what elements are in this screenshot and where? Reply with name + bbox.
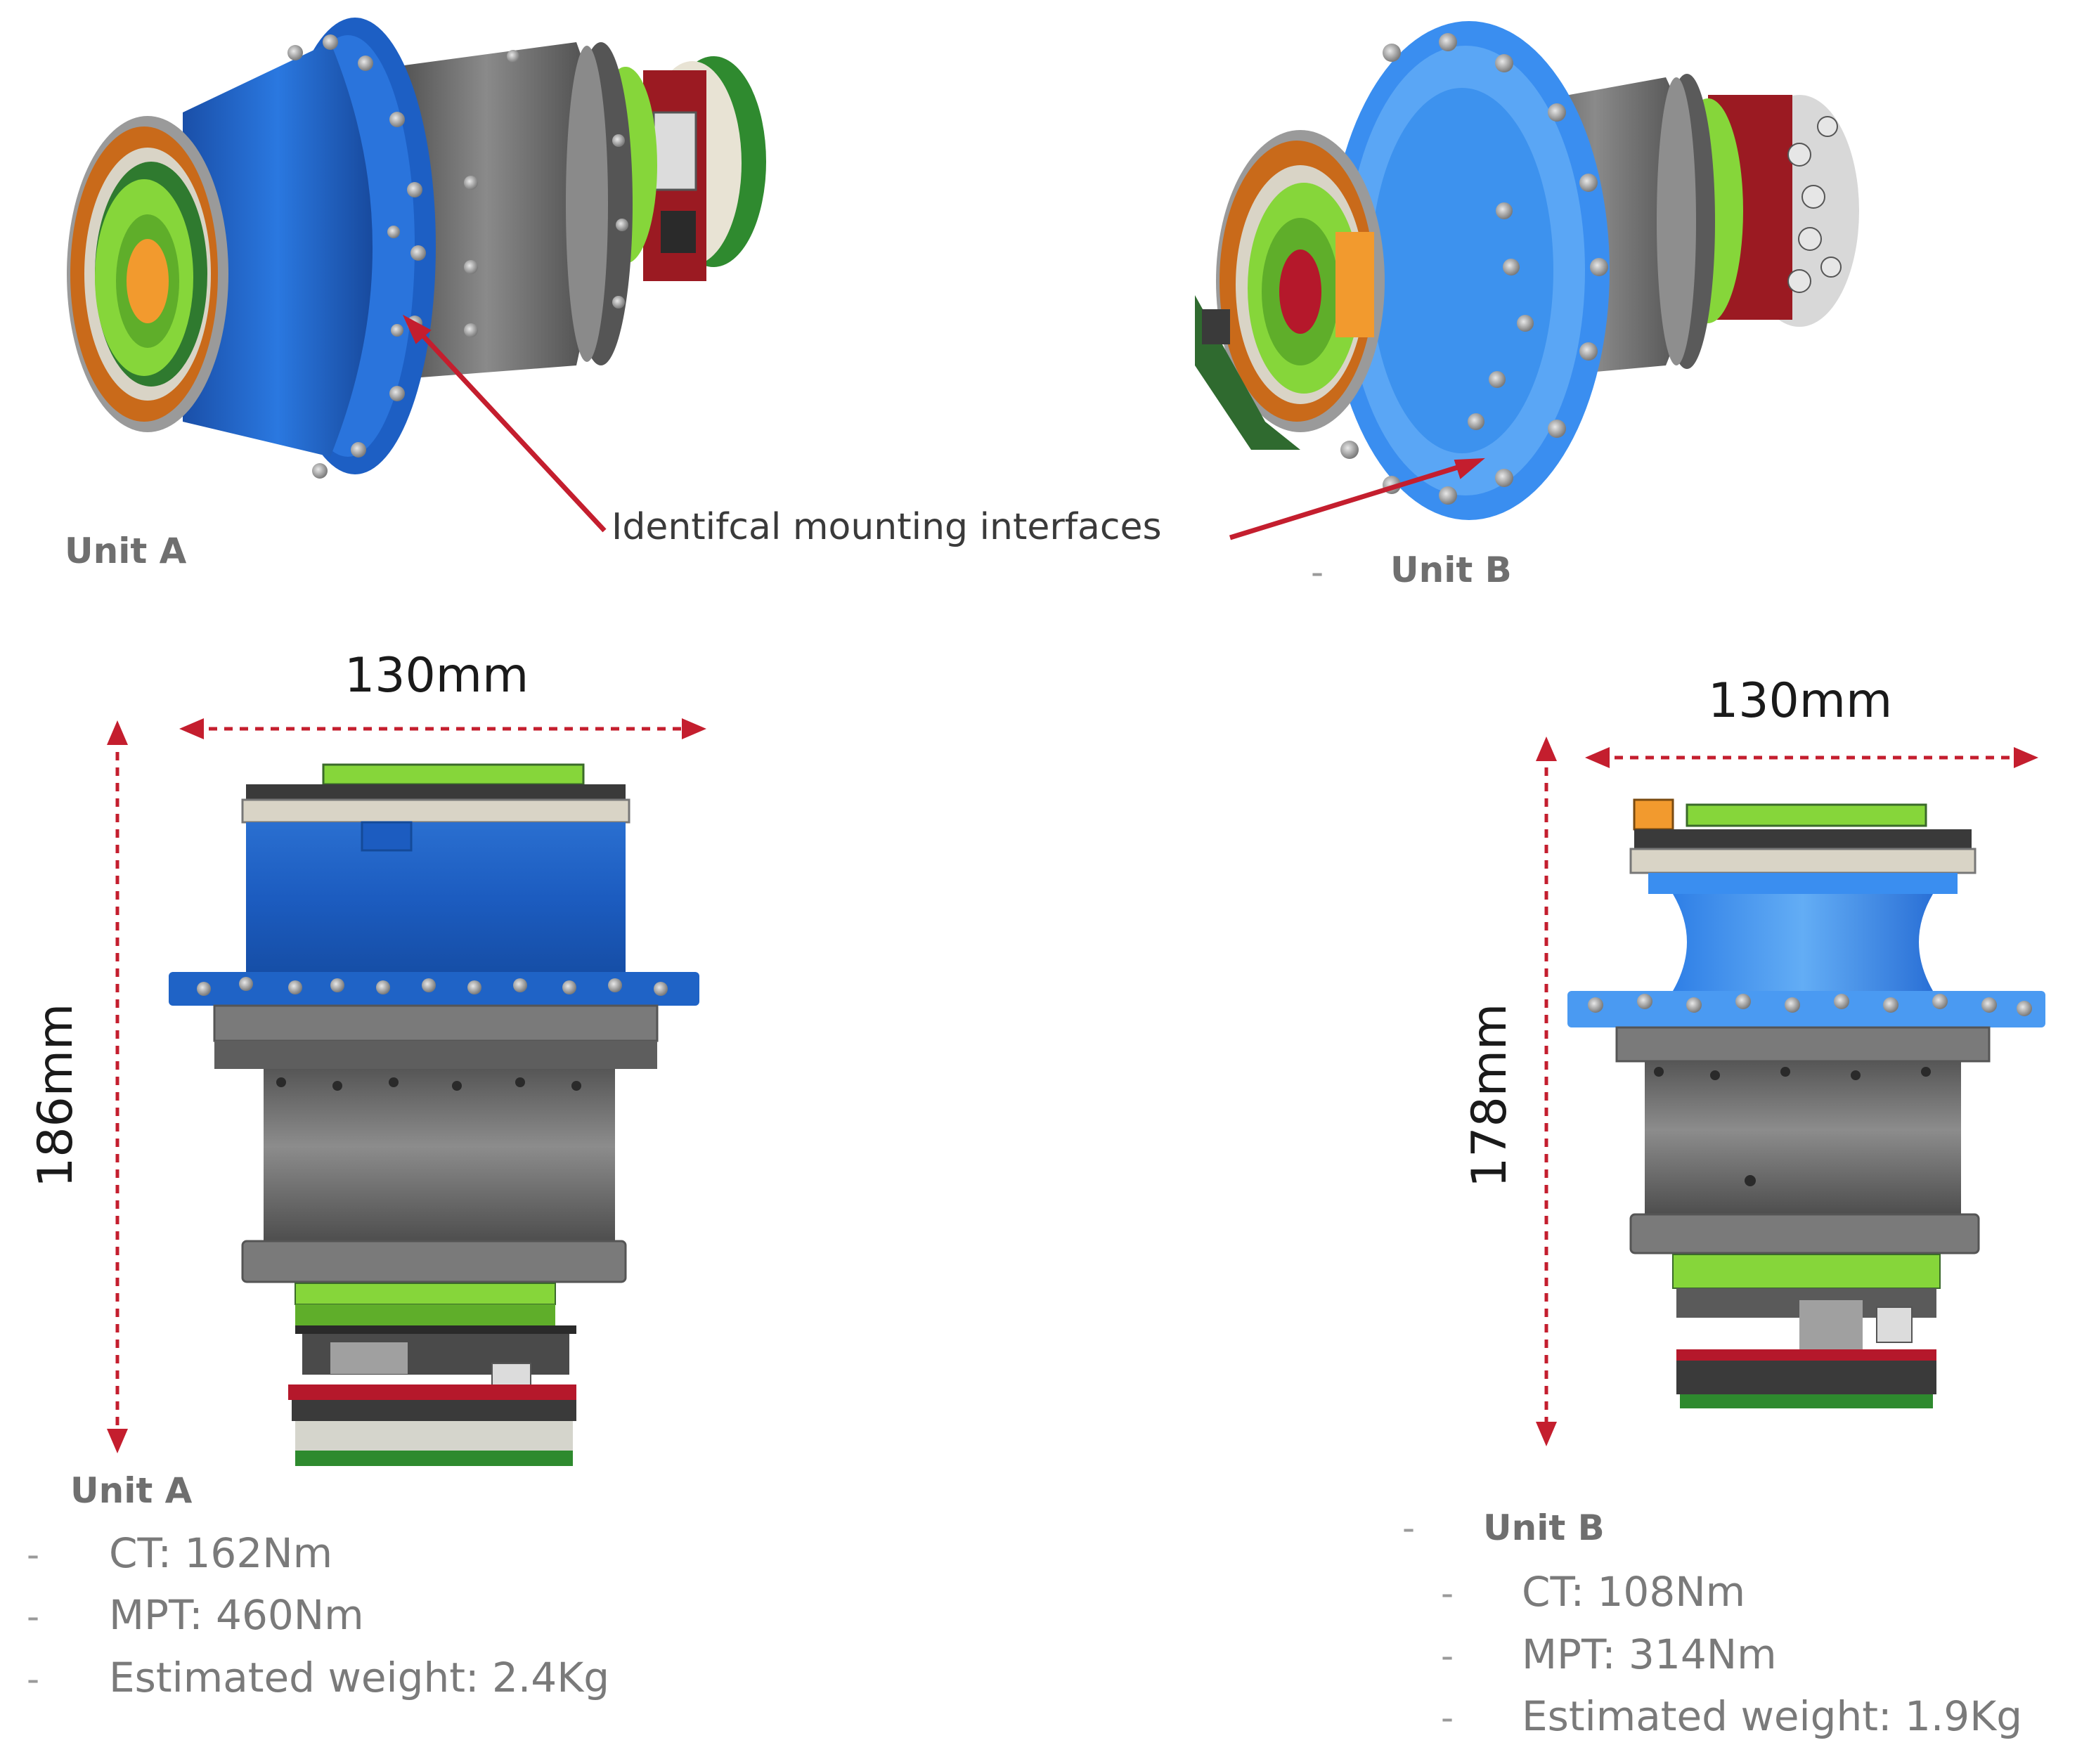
unit-b-spec-bullet: - bbox=[1441, 1697, 1454, 1738]
unit-a-dimension-arrowheads bbox=[107, 718, 706, 1453]
unit-a-height-dimension: 186mm bbox=[28, 1003, 84, 1188]
unit-b-spec-weight: Estimated weight: 1.9Kg bbox=[1522, 1692, 2023, 1740]
unit-a-spec-bullet: - bbox=[27, 1659, 40, 1699]
callout-arrows bbox=[402, 314, 1485, 540]
unit-a-spec-bullet: - bbox=[27, 1596, 40, 1637]
mounting-interface-callout: Identifcal mounting interfaces bbox=[612, 506, 1162, 548]
unit-b-side-view-render bbox=[1567, 798, 2045, 1408]
unit-a-dimension-lines bbox=[115, 727, 692, 1437]
unit-b-dimension-arrowheads bbox=[1536, 737, 2038, 1446]
top-unit-b-label: Unit B bbox=[1390, 550, 1512, 590]
unit-a-title: Unit A bbox=[70, 1470, 193, 1511]
unit-b-height-dimension: 178mm bbox=[1462, 1003, 1518, 1188]
unit-a-spec-bullet: - bbox=[27, 1534, 40, 1575]
unit-b-spec-bullet: - bbox=[1441, 1635, 1454, 1676]
unit-b-spec-ct: CT: 108Nm bbox=[1522, 1568, 1746, 1616]
top-unit-b-dash: - bbox=[1311, 552, 1324, 592]
top-unit-a-label: Unit A bbox=[65, 531, 187, 571]
unit-a-width-dimension: 130mm bbox=[344, 648, 529, 703]
unit-a-isometric-render bbox=[67, 18, 766, 479]
unit-a-side-view-render bbox=[169, 763, 699, 1466]
unit-b-spec-mpt: MPT: 314Nm bbox=[1522, 1630, 1777, 1678]
unit-b-title-bullet: - bbox=[1402, 1507, 1416, 1548]
unit-a-spec-mpt: MPT: 460Nm bbox=[109, 1591, 364, 1639]
unit-b-spec-bullet: - bbox=[1441, 1573, 1454, 1614]
unit-a-spec-ct: CT: 162Nm bbox=[109, 1529, 333, 1577]
unit-a-spec-weight: Estimated weight: 2.4Kg bbox=[109, 1654, 610, 1701]
unit-b-width-dimension: 130mm bbox=[1708, 673, 1893, 729]
unit-b-dimension-lines bbox=[1544, 752, 2024, 1430]
unit-b-isometric-render bbox=[1195, 21, 1859, 520]
unit-b-title: Unit B bbox=[1483, 1507, 1605, 1548]
